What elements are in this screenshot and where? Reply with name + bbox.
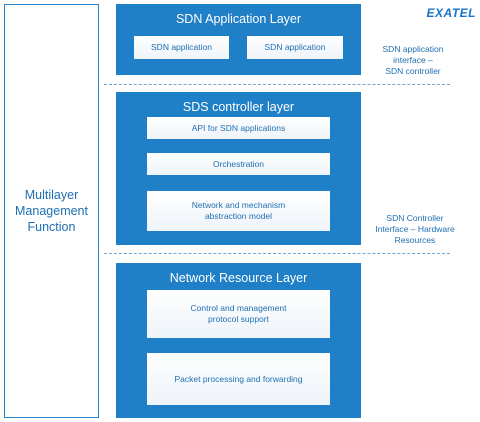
interface-divider-1 <box>104 84 450 85</box>
interface-divider-2 <box>104 253 450 254</box>
network-resource-layer: Network Resource Layer Control and manag… <box>116 263 361 418</box>
sdn-application-layer: SDN Application Layer SDN application SD… <box>116 4 361 75</box>
exatel-logo: EXATEL <box>426 6 476 20</box>
management-label: Multilayer Management Function <box>15 188 88 234</box>
resource-layer-title: Network Resource Layer <box>169 271 308 285</box>
multilayer-management-function: Multilayer Management Function <box>4 4 99 418</box>
app-controller-interface-label: SDN application interface – SDN controll… <box>382 44 444 76</box>
abstraction-model-box: Network and mechanism abstraction model <box>147 191 330 231</box>
application-layer-title: SDN Application Layer <box>175 12 302 26</box>
sdn-application-box-2: SDN application <box>247 36 343 59</box>
controller-hardware-interface-label: SDN Controller Interface – Hardware Reso… <box>375 213 455 245</box>
packet-processing-box: Packet processing and forwarding <box>147 353 330 405</box>
controller-layer-title: SDS controller layer <box>182 100 295 114</box>
control-management-protocol-box: Control and management protocol support <box>147 290 330 338</box>
sds-controller-layer: SDS controller layer API for SDN applica… <box>116 92 361 245</box>
api-for-sdn-applications-box: API for SDN applications <box>147 117 330 139</box>
sdn-application-box-1: SDN application <box>134 36 229 59</box>
orchestration-box: Orchestration <box>147 153 330 175</box>
